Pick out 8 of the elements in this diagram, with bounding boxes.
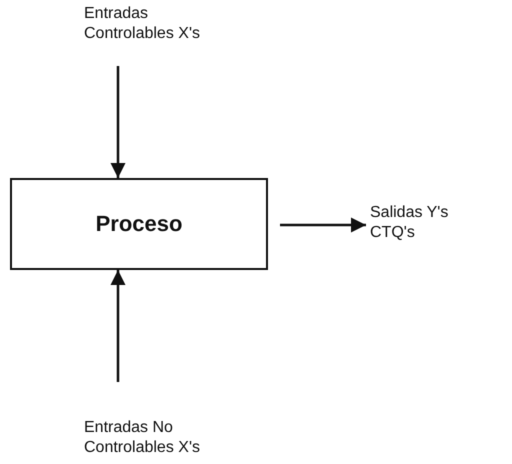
arrow: [280, 218, 366, 232]
arrow: [110, 66, 126, 178]
io-label: Salidas Y's CTQ's: [370, 203, 450, 243]
process-box: [10, 178, 268, 270]
io-label: Entradas Controlables X's: [84, 4, 201, 44]
arrow: [110, 270, 126, 382]
process-label: Proceso: [96, 211, 182, 237]
io-label: Entradas No Controlables X's: [84, 418, 201, 458]
